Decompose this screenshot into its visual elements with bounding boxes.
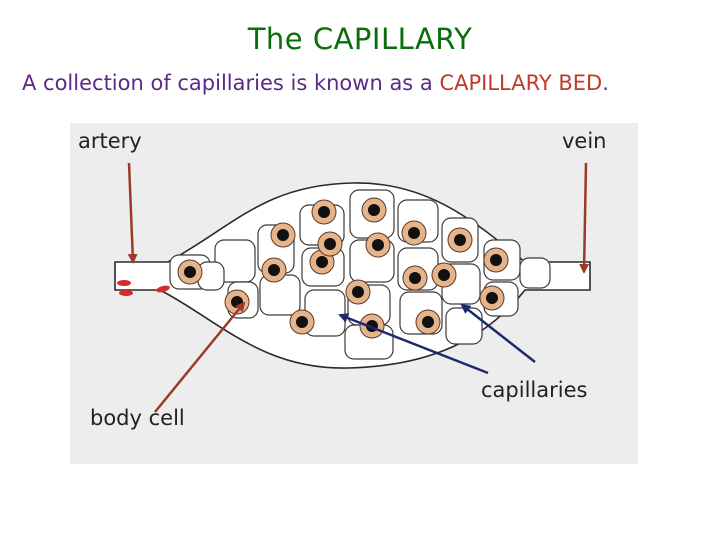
diagram-title: The CAPILLARY	[247, 22, 473, 56]
body-cell	[483, 247, 509, 273]
diagram-subtitle: A collection of capillaries is known as …	[22, 71, 712, 95]
tissue-block	[259, 274, 301, 316]
body-cell	[447, 227, 473, 253]
body-cell	[311, 199, 337, 225]
body-cell	[317, 231, 343, 257]
body-cell	[261, 257, 287, 283]
tissue-block	[445, 307, 483, 345]
label-body-cell: body cell	[90, 406, 185, 430]
tissue-block	[519, 257, 551, 289]
red-blood-cell	[117, 280, 131, 286]
subtitle-emphasis: CAPILLARY BED	[439, 71, 603, 95]
red-blood-cell	[119, 290, 133, 296]
body-cell	[270, 222, 296, 248]
vein-arrow	[579, 162, 590, 274]
label-artery: artery	[78, 129, 142, 153]
capillaries-arrow	[338, 313, 489, 375]
body-cell	[415, 309, 441, 335]
body-cell	[289, 309, 315, 335]
artery-arrow	[127, 162, 138, 264]
tissue-block	[197, 261, 225, 291]
body-cell	[431, 262, 457, 288]
body-cell	[402, 265, 428, 291]
body-cell	[345, 279, 371, 305]
label-vein: vein	[562, 129, 607, 153]
body-cell	[365, 232, 391, 258]
subtitle-period: .	[602, 71, 609, 95]
red-blood-cell	[156, 285, 170, 293]
body-cell	[361, 197, 387, 223]
body-cell	[401, 220, 427, 246]
body-cell-arrow	[154, 301, 246, 413]
subtitle-text: A collection of capillaries is known as …	[22, 71, 440, 95]
body-cell	[359, 313, 385, 339]
body-cell	[479, 285, 505, 311]
capillaries-arrow	[460, 303, 536, 363]
label-capillaries: capillaries	[481, 378, 588, 402]
body-cell	[177, 259, 203, 285]
